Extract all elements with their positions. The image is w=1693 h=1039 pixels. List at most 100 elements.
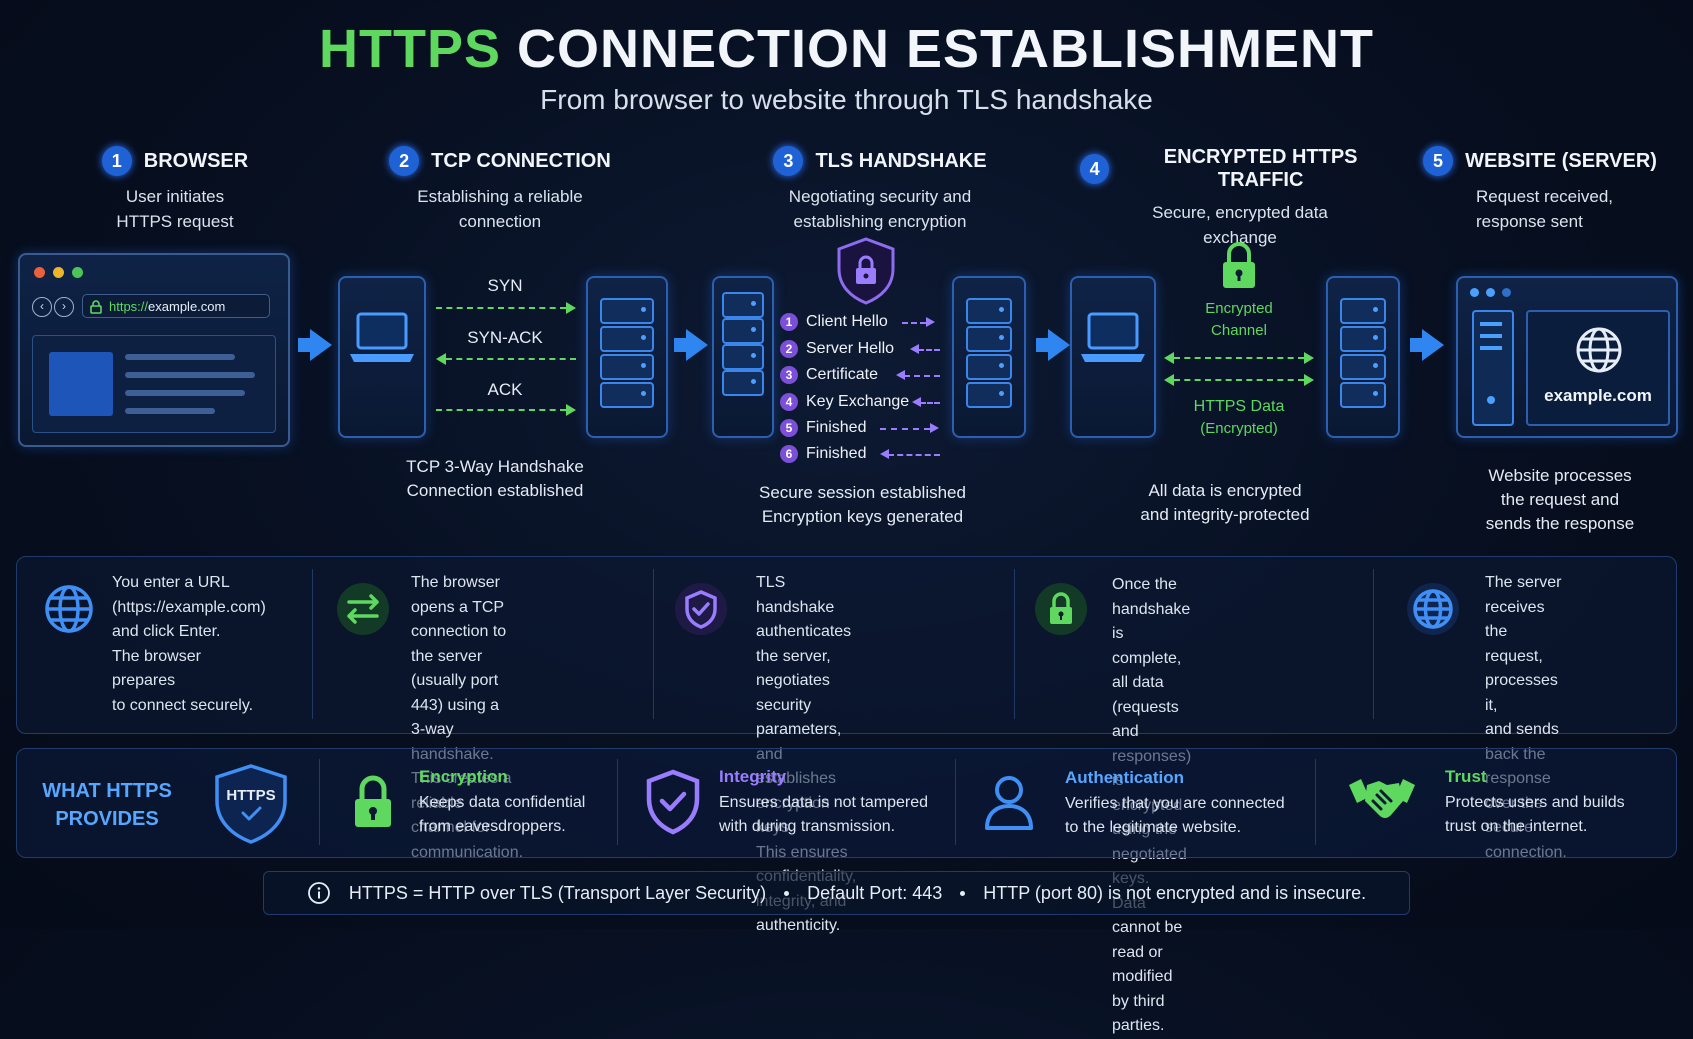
server-caption: Website processes the request and sends … — [1485, 466, 1635, 533]
step-title: ENCRYPTED HTTPS TRAFFIC — [1163, 146, 1358, 191]
ack-arrow — [436, 409, 566, 411]
step-browser: 1 BROWSER User initiates HTTPS request — [40, 146, 310, 234]
server-tower — [1472, 310, 1514, 426]
synack-arrow — [446, 358, 576, 360]
traffic-arrow — [1174, 357, 1304, 359]
footer-definition: HTTPS = HTTP over TLS (Transport Layer S… — [348, 882, 767, 903]
page-content — [32, 335, 276, 433]
address-bar[interactable]: https://example.com — [82, 294, 270, 318]
url-scheme: https:// — [109, 299, 149, 314]
lock-icon — [1035, 583, 1087, 635]
traffic-caption: All data is encrypted and integrity-prot… — [1140, 481, 1310, 524]
https-data-sub: (Encrypted) — [1200, 420, 1278, 437]
syn-arrow — [436, 307, 566, 309]
browser-window: ‹ › https://example.com — [18, 253, 290, 447]
website-server: example.com — [1456, 276, 1678, 438]
footer-note: HTTPS = HTTP over TLS (Transport Layer S… — [263, 871, 1410, 915]
syn-label: SYN — [487, 276, 523, 295]
server-rack — [586, 276, 668, 438]
channel-label: Encrypted Channel — [1205, 300, 1273, 339]
explanation-text: You enter a URL (https://example.com) an… — [112, 574, 266, 714]
globe-icon — [1576, 327, 1622, 373]
forward-icon[interactable]: › — [54, 297, 74, 317]
shield-check-icon — [646, 769, 700, 835]
page-image-placeholder — [49, 352, 113, 416]
page-subtitle: From browser to website through TLS hand… — [540, 84, 1153, 115]
flow-arrow — [674, 329, 708, 361]
client-device — [338, 276, 426, 438]
info-icon — [307, 882, 330, 904]
step-description: Secure, encrypted data exchange — [1152, 203, 1328, 247]
step-title: WEBSITE (SERVER) — [1465, 149, 1657, 172]
provides-heading: WHAT HTTPS PROVIDES — [42, 780, 172, 830]
exchange-arrows-icon — [337, 583, 389, 635]
provides-desc: Ensures data is not tampered with during… — [719, 794, 929, 835]
step-description: Negotiating security and establishing en… — [788, 187, 972, 231]
client-device — [1070, 276, 1156, 438]
provides-desc: Keeps data confidential from eavesdroppe… — [419, 794, 586, 835]
shield-icon — [215, 764, 287, 844]
globe-icon — [45, 585, 93, 633]
footer-port: Default Port: 443 — [807, 882, 943, 903]
step-server: 5 WEBSITE (SERVER) Request received, resp… — [1420, 146, 1660, 234]
synack-label: SYN-ACK — [467, 328, 543, 347]
badge-label: HTTPS — [226, 787, 276, 804]
page-title: HTTPS CONNECTION ESTABLISHMENT — [318, 19, 1375, 79]
flow-arrow — [298, 329, 332, 361]
laptop-icon — [350, 312, 414, 362]
step-tls: 3 TLS HANDSHAKE Negotiating security and … — [735, 146, 1025, 234]
step-description: Request received, response sent — [1476, 187, 1614, 231]
step-title: TLS HANDSHAKE — [815, 149, 987, 172]
flow-arrow — [1410, 329, 1444, 361]
step-title: BROWSER — [143, 149, 249, 172]
laptop-icon — [1081, 312, 1145, 362]
server-domain: example.com — [1544, 386, 1652, 405]
step-number: 3 — [773, 146, 804, 176]
provides-panel: WHAT HTTPS PROVIDES HTTPS Encryption Kee… — [16, 748, 1677, 858]
server-rack — [952, 276, 1026, 438]
lock-icon — [90, 300, 102, 314]
window-controls — [1470, 288, 1511, 297]
ack-label: ACK — [487, 380, 523, 399]
step-number: 5 — [1423, 146, 1454, 176]
lock-icon — [1223, 242, 1255, 288]
step-description: User initiates HTTPS request — [116, 187, 234, 231]
provides-desc: Verifies that you are connected to the l… — [1065, 795, 1285, 836]
shield-check-icon — [675, 583, 727, 635]
lock-icon — [355, 775, 391, 827]
provides-desc: Protects users and builds trust on the i… — [1445, 794, 1625, 835]
globe-icon — [1407, 583, 1459, 635]
tcp-caption: TCP 3-Way Handshake Connection establish… — [406, 457, 584, 500]
provides-title: Encryption — [419, 767, 508, 786]
handshake-icon — [1349, 779, 1415, 818]
step-title: TCP CONNECTION — [431, 149, 611, 172]
back-icon[interactable]: ‹ — [32, 297, 52, 317]
server-display: example.com — [1526, 310, 1670, 426]
shield-lock-icon — [837, 237, 895, 305]
tls-caption: Secure session established Encryption ke… — [759, 483, 966, 526]
https-badge: HTTPS — [213, 763, 289, 845]
footer-warning: HTTP (port 80) is not encrypted and is i… — [983, 882, 1367, 903]
step-description: Establishing a reliable connection — [417, 187, 583, 231]
traffic-arrow — [1174, 379, 1304, 381]
provides-title: Authentication — [1065, 768, 1184, 787]
explanation-panel: You enter a URL (https://example.com) an… — [16, 556, 1677, 1034]
provides-title: Integrity — [719, 767, 787, 786]
provides-title: Trust — [1445, 767, 1487, 786]
flow-arrow — [1036, 329, 1070, 361]
window-controls — [34, 267, 83, 278]
step-traffic: 4 ENCRYPTED HTTPS TRAFFIC Secure, encrypt… — [1080, 146, 1400, 250]
client-rack — [712, 276, 774, 438]
server-rack — [1326, 276, 1400, 438]
step-number: 1 — [101, 146, 132, 176]
step-number: 4 — [1080, 154, 1110, 184]
url-host: example.com — [148, 299, 226, 314]
https-data-label: HTTPS Data — [1193, 398, 1285, 415]
